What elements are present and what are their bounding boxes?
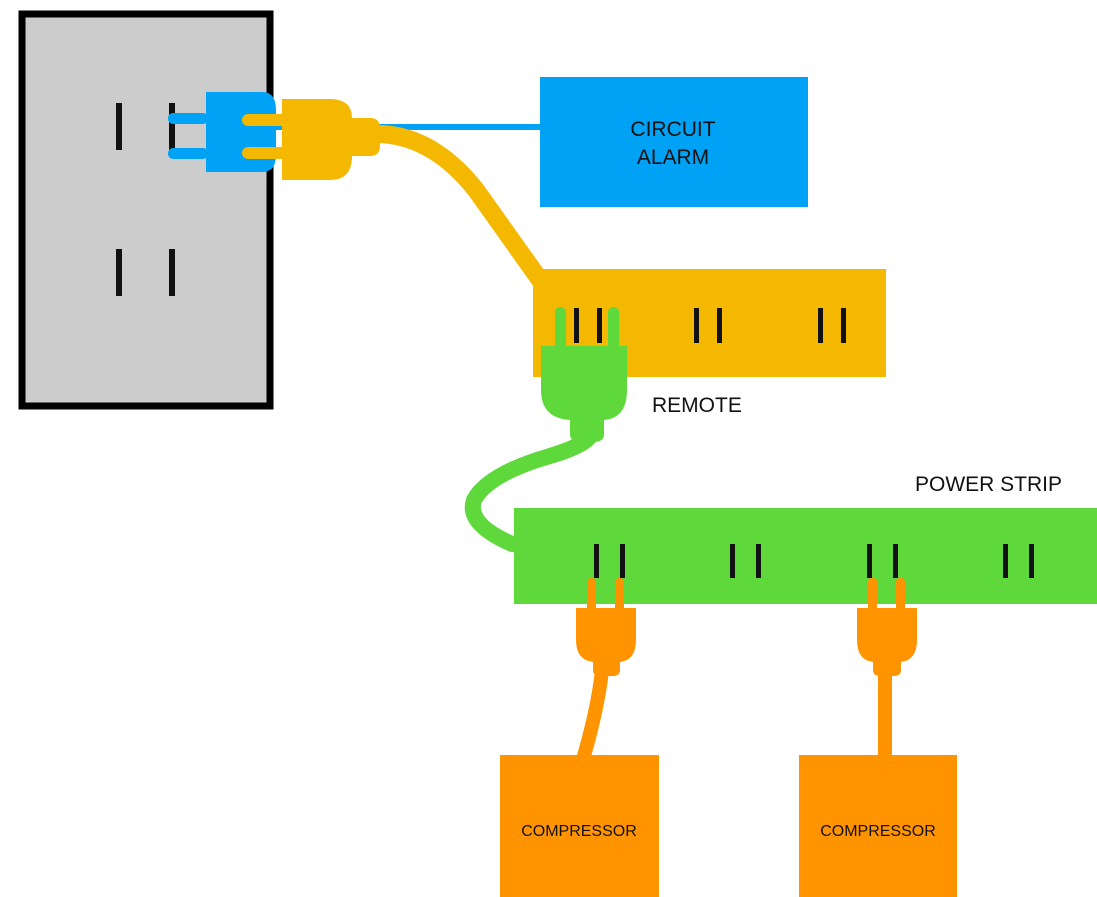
power-strip-socket-slot <box>620 544 625 578</box>
remote-socket-slot <box>597 308 602 343</box>
alarm-plug-body <box>206 92 276 172</box>
remote-socket-slot <box>717 308 722 343</box>
power-strip-label: POWER STRIP <box>915 473 1062 496</box>
compressor-label-2: COMPRESSOR <box>820 823 936 840</box>
wall-outlet-icon <box>18 10 274 410</box>
remote-label: REMOTE <box>652 394 742 417</box>
remote-sockets <box>574 308 846 343</box>
power-strip-socket-slot <box>594 544 599 578</box>
power-strip-socket-slot <box>867 544 872 578</box>
power-strip-socket-slot <box>893 544 898 578</box>
compressor-label-1: COMPRESSOR <box>521 823 637 840</box>
compressor-box-2 <box>799 755 957 897</box>
compressor-plug-body <box>857 608 917 676</box>
outlet-slot <box>116 103 122 150</box>
power-strip-plug-body <box>541 346 627 442</box>
remote-socket-slot <box>841 308 846 343</box>
remote-socket-slot <box>574 308 579 343</box>
circuit-alarm-label-line2: ALARM <box>637 146 709 169</box>
power-strip-sockets <box>594 544 1034 578</box>
remote-socket-slot <box>694 308 699 343</box>
compressor-plug-body <box>576 608 636 676</box>
power-strip-socket-slot <box>1029 544 1034 578</box>
circuit-alarm-box <box>540 77 808 207</box>
remote-plug-prong <box>242 114 288 126</box>
circuit-alarm-label-line1: CIRCUIT <box>630 118 715 141</box>
remote-socket-slot <box>818 308 823 343</box>
wall-outlet-plate <box>18 10 274 410</box>
power-strip-cord <box>464 424 600 552</box>
remote-plug-body <box>282 99 380 180</box>
power-strip-plug-prong <box>608 307 619 351</box>
power-strip-plug-prong <box>555 307 566 351</box>
power-strip-socket-slot <box>1003 544 1008 578</box>
power-strip-socket-slot <box>756 544 761 578</box>
power-strip-plug-icon <box>541 307 627 442</box>
compressor-plug-icon <box>857 578 917 676</box>
compressor-box-1 <box>500 755 659 897</box>
compressor-plug-icon <box>576 578 636 676</box>
alarm-plug-prong <box>168 148 208 159</box>
remote-cord <box>363 124 549 289</box>
outlet-slot <box>116 249 122 296</box>
alarm-plug-prong <box>168 113 208 124</box>
outlet-slot <box>169 249 175 296</box>
power-strip-socket-slot <box>730 544 735 578</box>
outlet-slot <box>169 103 175 150</box>
remote-plug-icon <box>242 99 380 180</box>
remote-plug-prong <box>242 147 288 159</box>
power-strip <box>514 508 1097 604</box>
